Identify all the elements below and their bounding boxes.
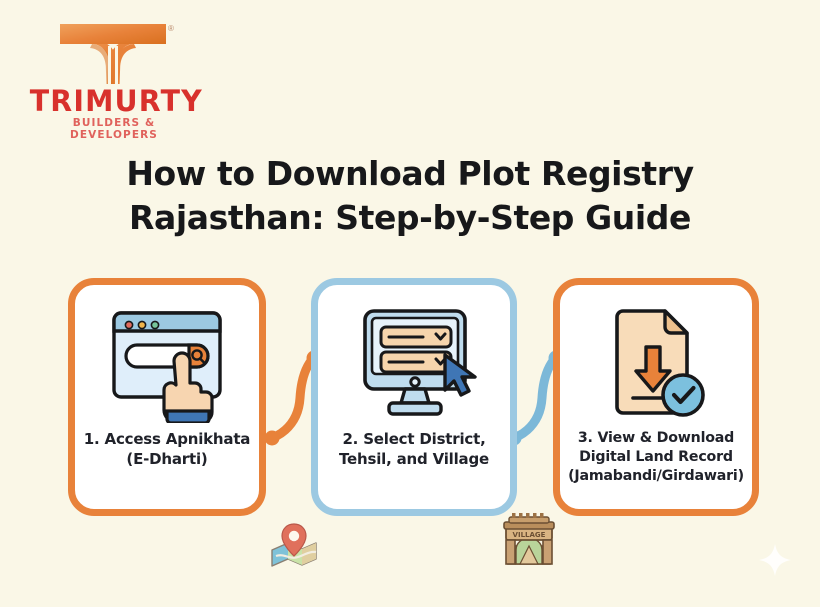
monitor-dropdown-cursor-icon (339, 303, 489, 423)
step-2-label-line-1: 2. Select District, (342, 430, 486, 448)
trimurty-t-monogram-icon (58, 22, 168, 84)
step-3-label-line-1: 3. View & Download (577, 430, 735, 446)
step-card-2-label: 2. Select District, Tehsil, and Village (320, 429, 508, 470)
registered-trademark-mark: ® (168, 24, 174, 33)
step-1-label-line-1: 1. Access Apnikhata (83, 430, 251, 448)
brand-logo: ® TRIMURTY BUILDERS & DEVELOPERS (28, 22, 203, 141)
step-card-3[interactable]: 3. View & Download Digital Land Record (… (553, 278, 759, 516)
brand-tagline: BUILDERS & DEVELOPERS (70, 117, 158, 141)
step-card-1-label: 1. Access Apnikhata (E-Dharti) (73, 429, 261, 470)
page-title-line-2: Rajasthan: Step-by-Step Guide (128, 197, 692, 237)
step-card-3-label: 3. View & Download Digital Land Record (… (558, 429, 754, 487)
steps-row: 1. Access Apnikhata (E-Dharti) (0, 278, 820, 520)
step-3-label-line-3: (Jamabandi/Girdawari) (568, 468, 744, 485)
step-card-2[interactable]: 2. Select District, Tehsil, and Village (311, 278, 517, 516)
step-3-label-line-2: Digital Land Record (579, 449, 733, 466)
browser-search-hand-icon (92, 303, 242, 425)
svg-text:VILLAGE: VILLAGE (513, 531, 546, 539)
step-2-label-line-2: Tehsil, and Village (339, 450, 489, 469)
document-download-check-icon (581, 303, 731, 423)
sparkle-star-icon (758, 543, 792, 577)
page-title-line-1: How to Download Plot Registry (126, 154, 694, 193)
map-location-pin-icon (266, 512, 322, 568)
page-title: How to Download Plot Registry Rajasthan:… (60, 152, 760, 240)
brand-name: TRIMURTY (29, 84, 203, 118)
step-1-label-line-2: (E-Dharti) (126, 450, 208, 469)
step-card-1[interactable]: 1. Access Apnikhata (E-Dharti) (68, 278, 266, 516)
village-gate-icon: VILLAGE (498, 508, 560, 570)
